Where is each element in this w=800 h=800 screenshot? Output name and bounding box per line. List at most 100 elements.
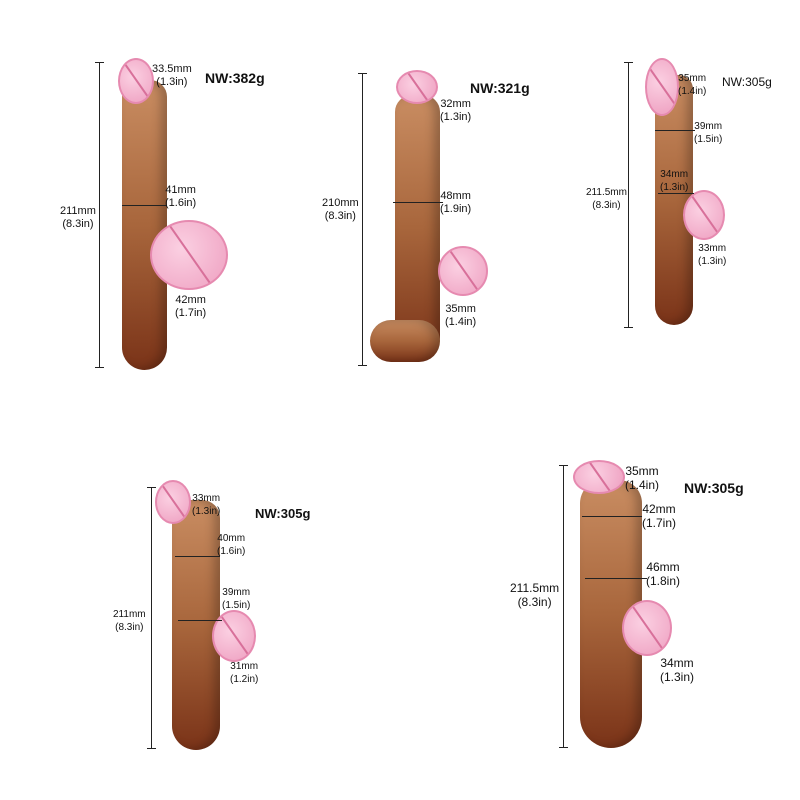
d1-in: (1.3in)	[156, 76, 188, 88]
d1: 35mm	[678, 73, 707, 84]
d3-in: (1.7in)	[175, 307, 207, 319]
size-reference-icon	[396, 70, 438, 104]
net-weight: NW:305g	[255, 506, 311, 521]
diameter-line	[582, 516, 642, 517]
d3-in: (1.3in)	[660, 182, 689, 193]
d3-in: (1.4in)	[445, 316, 477, 328]
length-mm: 211.5mm	[510, 581, 560, 595]
diameter-line	[393, 202, 443, 203]
diameter-label: 42mm(1.7in)	[642, 502, 676, 530]
size-reference-icon	[212, 610, 256, 662]
net-weight: NW:382g	[205, 70, 265, 86]
length-line	[624, 62, 633, 328]
d2-in: (1.5in)	[694, 134, 723, 145]
diameter-line	[122, 205, 167, 206]
diameter-label: 33.5mm(1.3in)	[152, 63, 192, 89]
length-mm: 211mm	[60, 205, 96, 217]
length-mm: 211.5mm	[586, 187, 627, 198]
diameter-line	[585, 578, 647, 579]
diameter-label: 35mm(1.4in)	[625, 464, 659, 492]
diameter-label: 41mm(1.6in)	[165, 184, 196, 210]
diameter-label: 34mm (1.3in)	[660, 168, 688, 194]
diameter-label: 35mm(1.4in)	[445, 303, 476, 329]
d1: 35mm	[625, 464, 659, 478]
diameter-label: 32mm(1.3in)	[440, 98, 471, 124]
size-reference-icon	[438, 246, 488, 296]
d1-in: (1.3in)	[440, 111, 472, 123]
d3: 39mm	[222, 587, 251, 598]
length-line	[95, 62, 104, 368]
d1: 33.5mm	[152, 63, 192, 75]
net-weight: NW:321g	[470, 80, 530, 96]
diameter-label: 34mm(1.3in)	[660, 656, 694, 684]
length-label: 211mm (8.3in)	[113, 608, 146, 634]
diameter-label: 31mm(1.2in)	[230, 660, 258, 686]
diameter-label: 40mm (1.6in)	[217, 532, 245, 558]
length-line	[147, 487, 156, 749]
diameter-label: 33mm (1.3in)	[192, 492, 220, 518]
diameter-line	[175, 556, 220, 557]
size-reference-icon	[155, 480, 191, 524]
length-in: (8.3in)	[324, 210, 356, 222]
length-in: (8.3in)	[517, 595, 552, 609]
net-weight: NW:305g	[722, 75, 772, 89]
d2: 39mm	[694, 121, 723, 132]
length-in: (8.3in)	[592, 200, 621, 211]
d3-in: (1.5in)	[222, 600, 251, 611]
d2: 41mm	[165, 184, 196, 196]
size-reference-icon	[150, 220, 228, 290]
d3: 46mm	[646, 560, 680, 574]
d1: 32mm	[440, 98, 471, 110]
d1-in: (1.4in)	[625, 478, 660, 492]
diameter-label: 39mm (1.5in)	[222, 586, 250, 612]
d2-in: (1.7in)	[642, 516, 677, 530]
d4: 34mm	[660, 656, 694, 670]
length-label: 210mm(8.3in)	[322, 197, 359, 223]
d3-in: (1.8in)	[646, 574, 681, 588]
length-mm: 211mm	[113, 609, 146, 620]
d4-in: (1.2in)	[230, 674, 259, 685]
d3: 42mm	[175, 294, 206, 306]
d2-in: (1.6in)	[165, 197, 197, 209]
d1: 33mm	[192, 493, 221, 504]
size-reference-icon	[645, 58, 679, 116]
diameter-label: 42mm(1.7in)	[175, 294, 206, 320]
product-image	[122, 80, 167, 370]
d3: 35mm	[445, 303, 476, 315]
product-image	[172, 500, 220, 750]
d2: 42mm	[642, 502, 676, 516]
net-weight: NW:305g	[684, 480, 744, 496]
d3: 34mm	[660, 169, 689, 180]
diameter-label: 39mm (1.5in)	[694, 120, 722, 146]
d4-in: (1.3in)	[660, 670, 695, 684]
product-image	[395, 95, 440, 360]
size-reference-icon	[573, 460, 625, 494]
d4-in: (1.3in)	[698, 256, 727, 267]
diameter-label: 33mm (1.3in)	[698, 242, 726, 268]
product-image-curve	[370, 320, 440, 362]
length-label: 211.5mm (8.3in)	[586, 186, 627, 212]
diameter-line	[178, 620, 222, 621]
size-reference-icon	[622, 600, 672, 656]
diameter-line	[658, 193, 694, 194]
length-in: (8.3in)	[115, 622, 144, 633]
size-reference-icon	[683, 190, 725, 240]
diameter-label: 35mm (1.4in)	[678, 72, 706, 98]
size-reference-icon	[118, 58, 154, 104]
diameter-label: 46mm(1.8in)	[646, 560, 680, 588]
length-label: 211mm(8.3in)	[60, 205, 96, 231]
length-label: 211.5mm(8.3in)	[510, 581, 559, 609]
d1-in: (1.3in)	[192, 506, 221, 517]
length-in: (8.3in)	[62, 218, 94, 230]
d2: 40mm	[217, 533, 246, 544]
d2-in: (1.6in)	[217, 546, 246, 557]
d1-in: (1.4in)	[678, 86, 707, 97]
length-line	[358, 73, 367, 366]
d2: 48mm	[440, 190, 471, 202]
length-line	[559, 465, 568, 748]
diameter-line	[655, 130, 695, 131]
diameter-label: 48mm(1.9in)	[440, 190, 471, 216]
length-mm: 210mm	[322, 197, 359, 209]
d2-in: (1.9in)	[440, 203, 472, 215]
d4: 33mm	[698, 243, 727, 254]
